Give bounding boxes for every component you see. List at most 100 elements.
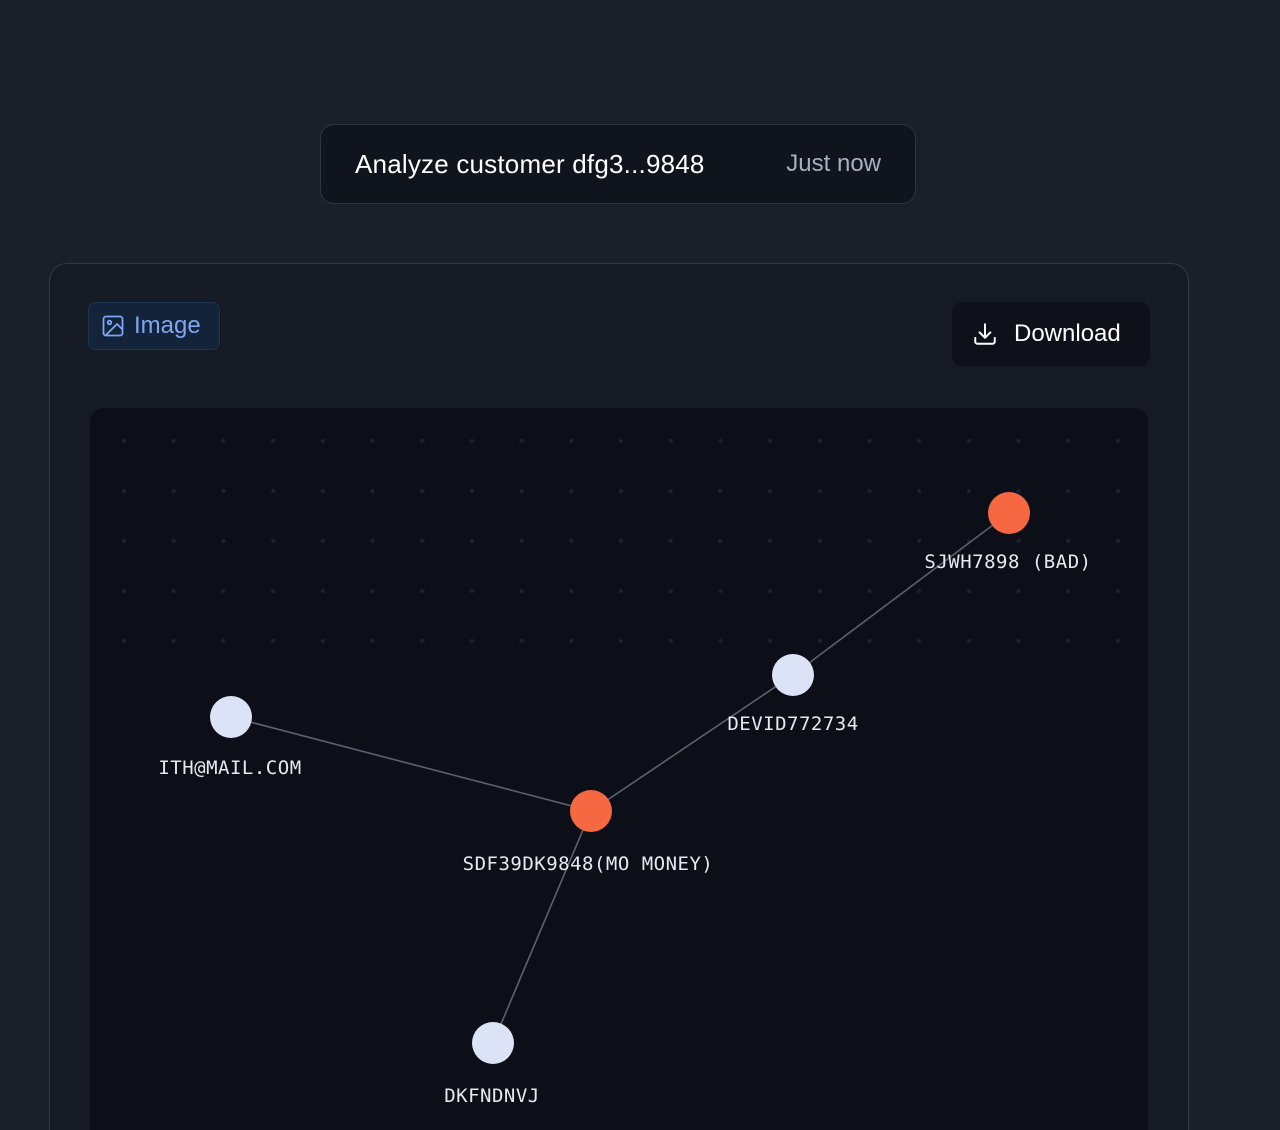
grid-dot	[966, 438, 972, 444]
grid-dot	[767, 638, 773, 644]
grid-dot	[718, 488, 723, 494]
grid-dot	[420, 488, 425, 494]
grid-dot	[767, 438, 773, 444]
grid-dot	[519, 588, 524, 594]
grid-dot	[966, 488, 972, 494]
image-icon	[101, 314, 125, 338]
grid-dot	[668, 438, 673, 444]
grid-dot	[270, 438, 276, 444]
grid-dot	[718, 438, 723, 444]
grid-dot	[370, 488, 375, 494]
grid-dot	[569, 438, 574, 444]
grid-dot	[171, 588, 176, 594]
grid-dot	[569, 538, 574, 544]
grid-dot	[370, 638, 375, 644]
grid-dot	[171, 488, 176, 494]
grid-dot	[1115, 438, 1121, 444]
grid-dot	[817, 588, 822, 594]
graph-edge-devid-sdf	[590, 674, 794, 812]
grid-dot	[121, 438, 127, 444]
image-tab[interactable]: Image	[88, 302, 220, 350]
grid-dot	[618, 588, 624, 594]
grid-dot	[121, 488, 127, 494]
grid-dot	[1066, 438, 1071, 444]
graph-node-label-mail: ITH@MAIL.COM	[158, 757, 301, 779]
download-button[interactable]: Download	[952, 302, 1150, 366]
grid-dot	[469, 538, 475, 544]
graph-node-sjwh[interactable]	[988, 492, 1030, 534]
grid-dot	[718, 588, 723, 594]
grid-dot	[718, 538, 723, 544]
dot-grid-background	[121, 438, 1121, 644]
graph-node-label-dkf: DKFNDNVJ	[444, 1085, 540, 1107]
grid-dot	[469, 638, 475, 644]
graph-edges	[230, 512, 1010, 1044]
grid-dot	[1115, 638, 1121, 644]
grid-dot	[469, 488, 475, 494]
graph-node-label-sdf: SDF39DK9848(MO MONEY)	[463, 853, 714, 875]
grid-dot	[917, 538, 922, 544]
grid-dot	[817, 488, 822, 494]
grid-dot	[817, 638, 822, 644]
grid-dot	[420, 638, 425, 644]
grid-dot	[1066, 488, 1071, 494]
grid-dot	[370, 438, 375, 444]
grid-dot	[917, 638, 922, 644]
grid-dot	[1115, 588, 1121, 594]
grid-dot	[917, 438, 922, 444]
grid-dot	[221, 538, 226, 544]
graph-node-label-sjwh: SJWH7898 (BAD)	[924, 551, 1091, 573]
image-tab-label: Image	[134, 312, 201, 339]
grid-dot	[966, 588, 972, 594]
graph-node-label-devid: DEVID772734	[727, 713, 858, 735]
grid-dot	[270, 638, 276, 644]
grid-dot	[1016, 438, 1021, 444]
grid-dot	[867, 588, 872, 594]
grid-dot	[320, 538, 325, 544]
graph-node-devid[interactable]	[772, 654, 814, 696]
grid-dot	[1115, 538, 1121, 544]
grid-dot	[569, 588, 574, 594]
grid-dot	[320, 638, 325, 644]
grid-dot	[618, 438, 624, 444]
grid-dot	[1016, 488, 1021, 494]
grid-dot	[767, 588, 773, 594]
grid-dot	[370, 588, 375, 594]
grid-dot	[668, 588, 673, 594]
graph-node-mail[interactable]	[210, 696, 252, 738]
grid-dot	[1066, 588, 1071, 594]
grid-dot	[817, 538, 822, 544]
graph-nodes	[210, 492, 1030, 1064]
graph-edge-sjwh-devid	[792, 512, 1010, 676]
grid-dot	[1016, 588, 1021, 594]
grid-dot	[121, 638, 127, 644]
grid-dot	[221, 488, 226, 494]
grid-dot	[1115, 488, 1121, 494]
grid-dot	[519, 438, 524, 444]
grid-dot	[767, 488, 773, 494]
grid-dot	[270, 588, 276, 594]
grid-dot	[121, 588, 127, 594]
grid-dot	[767, 538, 773, 544]
grid-dot	[618, 538, 624, 544]
grid-dot	[569, 638, 574, 644]
grid-dot	[469, 588, 475, 594]
grid-dot	[320, 488, 325, 494]
grid-dot	[171, 638, 176, 644]
graph-node-sdf[interactable]	[570, 790, 612, 832]
grid-dot	[270, 488, 276, 494]
grid-dot	[1016, 538, 1021, 544]
grid-dot	[519, 538, 524, 544]
grid-dot	[668, 538, 673, 544]
message-timestamp: Just now	[786, 150, 881, 177]
grid-dot	[966, 638, 972, 644]
message-title: Analyze customer dfg3...9848	[355, 148, 705, 179]
download-icon	[972, 321, 998, 347]
graph-node-dkf[interactable]	[472, 1022, 514, 1064]
grid-dot	[1016, 638, 1021, 644]
grid-dot	[917, 488, 922, 494]
grid-dot	[917, 588, 922, 594]
grid-dot	[420, 538, 425, 544]
